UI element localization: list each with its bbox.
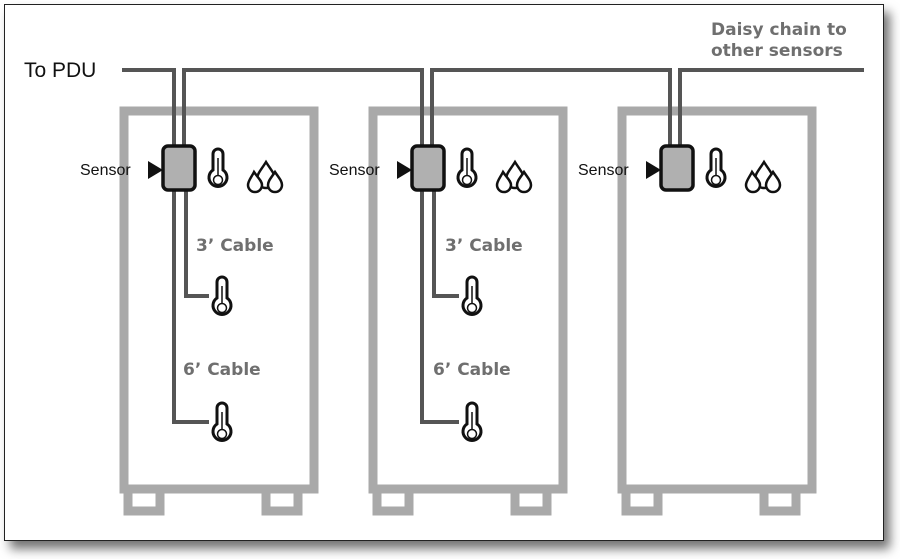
thermometer-icon (456, 147, 478, 188)
thermometer-icon (211, 275, 233, 316)
daisy-chain-label-line2: other sensors (711, 41, 843, 61)
daisy-chain-label-line1: Daisy chain to (711, 20, 847, 40)
thermometer-icon (211, 401, 233, 442)
humidity-drops-icon (495, 160, 533, 194)
cable-6ft-label-2: 6’ Cable (433, 360, 511, 380)
sensor-label-2: Sensor (329, 162, 380, 179)
cable-3ft-label-1: 3’ Cable (196, 236, 274, 256)
arrow-right-icon (148, 161, 163, 179)
rack-1 (119, 106, 319, 516)
humidity-drops-icon (744, 160, 782, 194)
humidity-drops-icon (246, 160, 284, 194)
thermometer-icon (207, 147, 229, 188)
cable-network (122, 68, 864, 424)
to-pdu-label: To PDU (24, 59, 96, 82)
sensor-module-2 (410, 144, 446, 192)
thermometer-icon (461, 275, 483, 316)
rack-2 (368, 106, 568, 516)
sensor-label-1: Sensor (80, 162, 131, 179)
cable-3ft-label-2: 3’ Cable (445, 236, 523, 256)
rack-3 (617, 106, 817, 516)
sensor-module-3 (659, 144, 695, 192)
thermometer-icon (461, 401, 483, 442)
cable-6ft-label-1: 6’ Cable (183, 360, 261, 380)
arrow-right-icon (397, 161, 412, 179)
sensor-label-3: Sensor (578, 162, 629, 179)
sensor-module-1 (161, 144, 197, 192)
arrow-right-icon (646, 161, 661, 179)
diagram-frame (4, 4, 884, 541)
thermometer-icon (705, 147, 727, 188)
